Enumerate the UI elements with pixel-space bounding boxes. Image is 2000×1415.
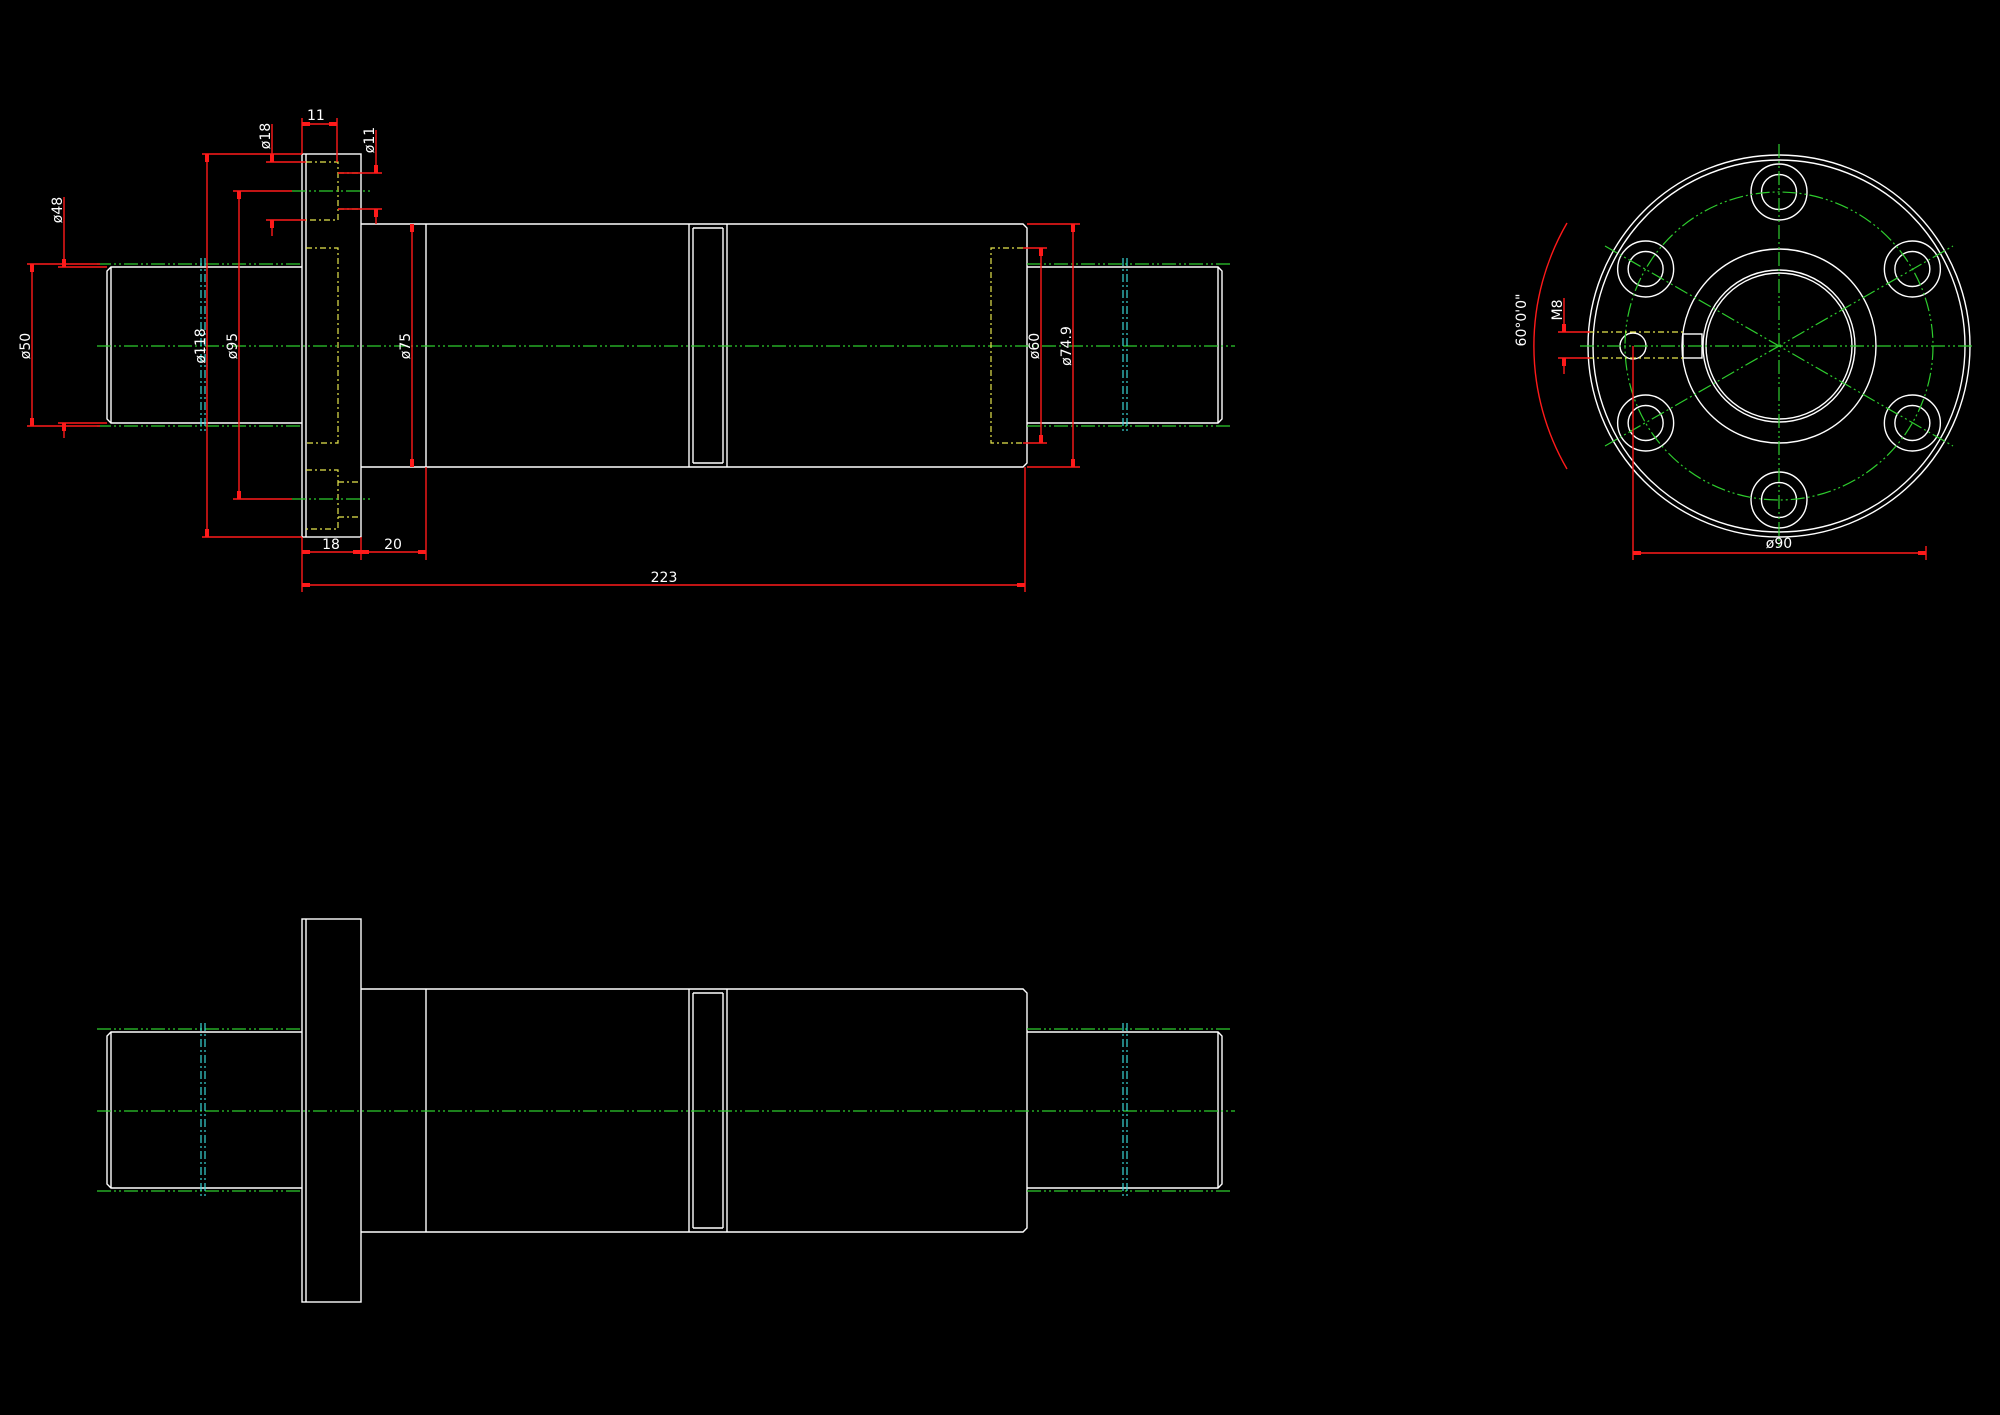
dim-width-20: 20 [384,537,402,553]
end-view[interactable]: M8 60°0'0" ø90 [1514,144,1975,560]
dim-d60: ø60 [1027,333,1043,359]
dim-d90: ø90 [1766,536,1792,552]
dim-d95: ø95 [225,333,241,359]
dim-m8: M8 [1550,300,1566,321]
dim-d50: ø50 [18,333,34,359]
dim-length-223: 223 [651,570,678,586]
bolt-hole [1894,250,1931,288]
bolt-hole [1627,404,1664,442]
dim-d118: ø118 [193,328,209,363]
dim-width-18: 18 [322,537,340,553]
dim-d75: ø75 [398,333,414,359]
bolt-hole [1883,394,1942,452]
bolt-hole [1616,240,1675,298]
dim-d11: ø11 [362,127,378,153]
dim-angle-60: 60°0'0" [1514,294,1530,347]
side-view[interactable] [96,918,1236,1303]
end-view-centerlines [1580,144,1975,548]
dimensions: ø50 ø48 ø118 ø95 ø18 11 ø11 ø75 18 20 22… [18,108,1080,592]
dim-d18: ø18 [258,123,274,149]
end-view-dimensions: M8 60°0'0" ø90 [1514,222,1927,560]
dim-d74-9: ø74.9 [1059,326,1075,366]
bolt-hole [1627,250,1664,288]
front-view[interactable]: ø50 ø48 ø118 ø95 ø18 11 ø11 ø75 18 20 22… [18,108,1236,592]
hole-centerlines [292,190,370,500]
bolt-hole [1894,404,1931,442]
side-view-outline [96,918,1236,1303]
bolt-hole [1616,394,1675,452]
dim-d48: ø48 [50,197,66,223]
dim-width-11: 11 [307,108,325,124]
bolt-hole [1883,240,1942,298]
